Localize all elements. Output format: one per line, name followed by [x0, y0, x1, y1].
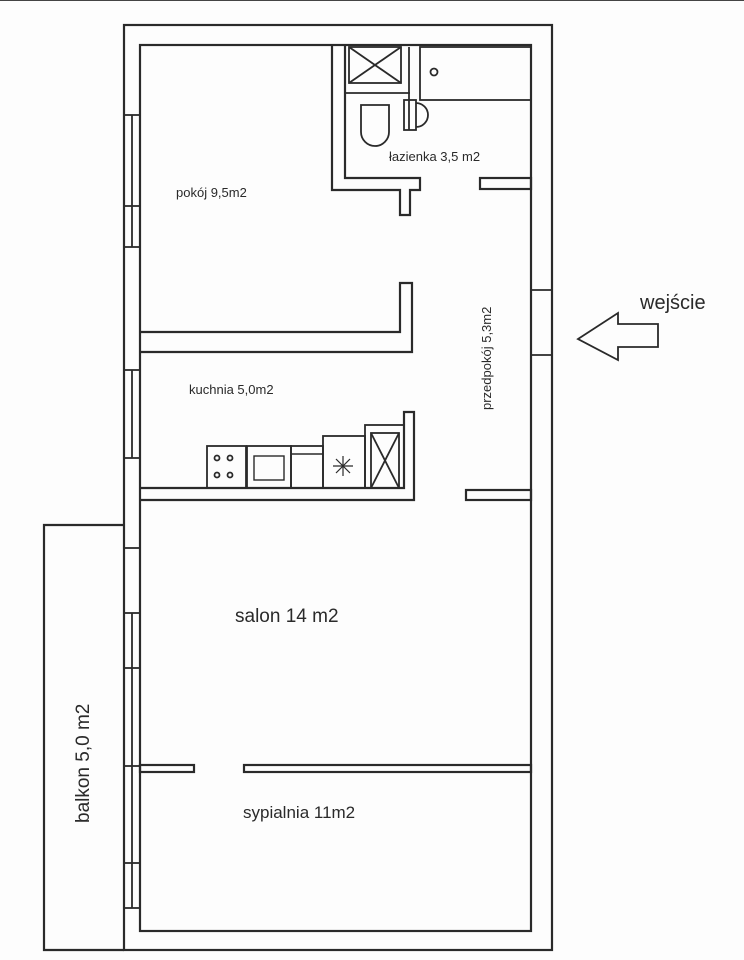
bathroom-fixtures — [345, 46, 532, 147]
salon-sypialnia-wall — [138, 763, 533, 774]
arrow-left-icon — [576, 311, 659, 362]
room-label-przedpokoj: przedpokój 5,3m2 — [479, 306, 494, 410]
room-label-salon: salon 14 m2 — [235, 606, 339, 627]
balcony-outline — [42, 523, 124, 952]
kitchen-wall — [140, 410, 533, 502]
room-label-balkon: balkon 5,0 m2 — [73, 703, 94, 823]
entrance-door — [531, 289, 552, 356]
bathroom-walls — [330, 45, 533, 217]
room-label-pokoj: pokój 9,5m2 — [176, 185, 247, 200]
room-label-sypialnia: sypialnia 11m2 — [243, 803, 356, 822]
room-label-kuchnia: kuchnia 5,0m2 — [189, 382, 274, 397]
entrance-label: wejście — [640, 292, 706, 314]
pokoj-kuchnia-wall — [140, 281, 414, 354]
room-label-lazienka: łazienka 3,5 m2 — [389, 149, 481, 164]
kitchen-fixtures — [206, 424, 405, 489]
left-windows — [124, 114, 140, 909]
top-border — [0, 0, 744, 1]
